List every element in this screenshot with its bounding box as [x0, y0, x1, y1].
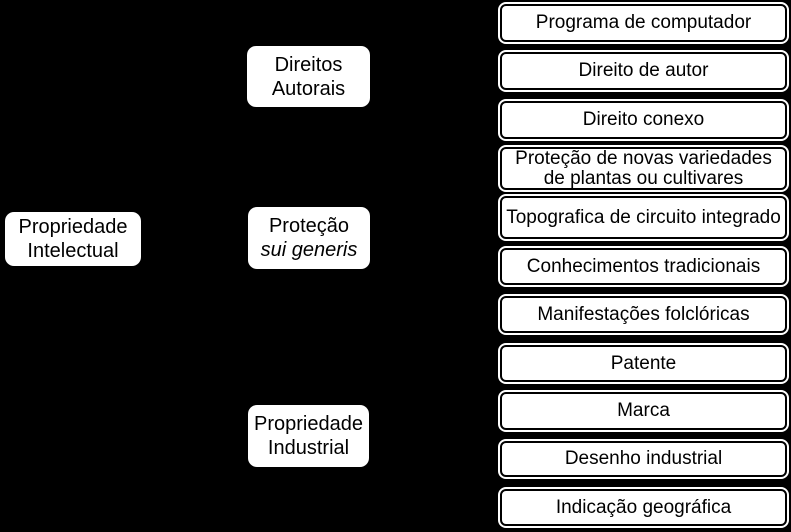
- leaf-label: Direito conexo: [582, 109, 705, 130]
- node-protecao-sui-generis: Proteção sui generis: [248, 207, 370, 269]
- leaf-label: Proteção de novas variedades de plantas …: [515, 147, 772, 189]
- leaf-label: Indicação geográfica: [555, 496, 732, 518]
- node-label-line2: sui generis: [260, 239, 358, 261]
- leaf-desenho-industrial: Desenho industrial: [500, 441, 787, 477]
- leaf-label: Programa de computador: [535, 12, 752, 33]
- node-label-line1: Proteção: [268, 215, 350, 237]
- leaf-label: Marca: [617, 400, 670, 421]
- leaf-direito-de-autor: Direito de autor: [500, 52, 787, 90]
- leaf-conhecimentos-tradicionais: Conhecimentos tradicionais: [500, 248, 787, 285]
- node-label: Direitos Autorais: [271, 53, 346, 100]
- leaf-label: Direito de autor: [578, 60, 709, 81]
- leaf-label: Patente: [610, 352, 677, 374]
- leaf-label: Manifestações folclóricas: [537, 303, 750, 325]
- leaf-programa-de-computador: Programa de computador: [500, 4, 787, 42]
- node-label: Propriedade Industrial: [254, 413, 363, 459]
- leaf-manifestacoes-folcloricas: Manifestações folclóricas: [500, 296, 787, 333]
- leaf-direito-conexo: Direito conexo: [500, 101, 787, 139]
- leaf-patente: Patente: [500, 345, 787, 382]
- node-propriedade-industrial: Propriedade Industrial: [248, 405, 369, 467]
- node-label: Propriedade Intelectual: [18, 216, 128, 262]
- leaf-label: Conhecimentos tradicionais: [526, 255, 761, 277]
- leaf-topografica-circuito-integrado: Topografica de circuito integrado: [500, 196, 787, 239]
- node-propriedade-intelectual: Propriedade Intelectual: [5, 212, 141, 266]
- leaf-indicacao-geografica: Indicação geográfica: [500, 489, 787, 526]
- node-label: Proteção sui generis: [250, 214, 368, 262]
- node-direitos-autorais: Direitos Autorais: [247, 46, 370, 107]
- leaf-marca: Marca: [500, 392, 787, 430]
- leaf-protecao-novas-variedades: Proteção de novas variedades de plantas …: [500, 147, 787, 190]
- leaf-label: Topografica de circuito integrado: [506, 206, 781, 228]
- leaf-label: Desenho industrial: [564, 448, 723, 469]
